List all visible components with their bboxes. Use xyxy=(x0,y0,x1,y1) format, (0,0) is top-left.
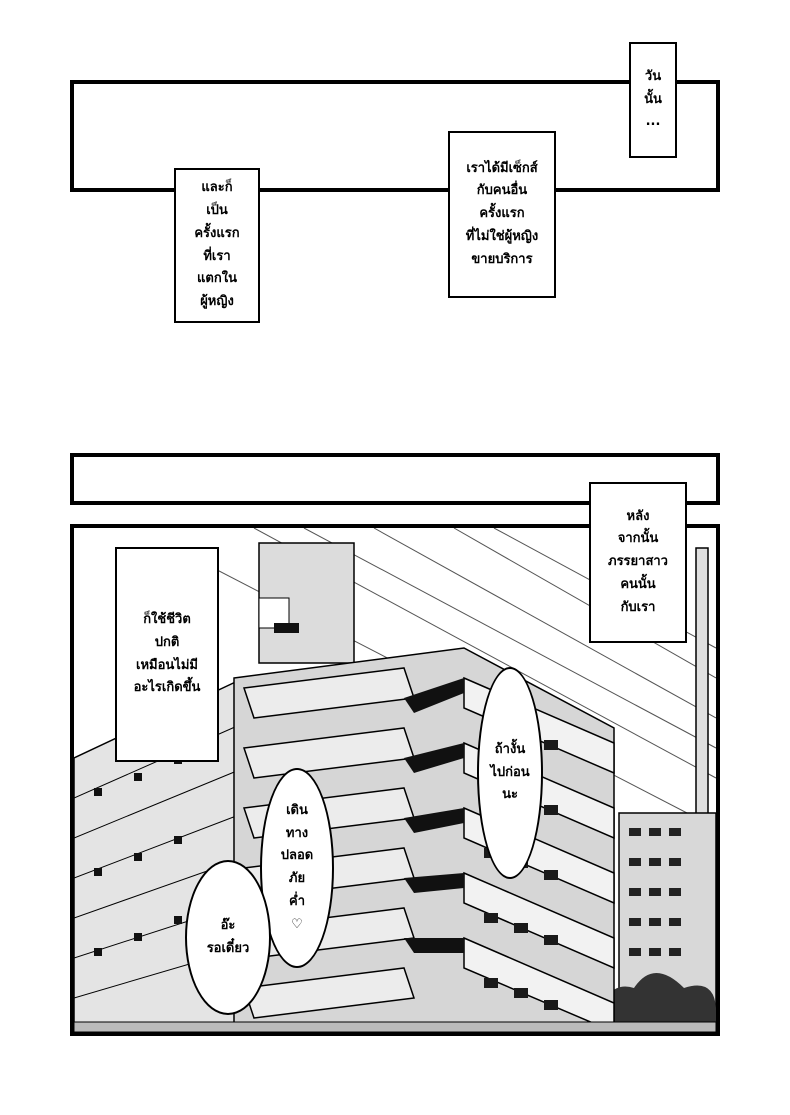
bubble-line: รอเดี๋ยว xyxy=(206,940,250,956)
bubble-line: ทาง xyxy=(285,825,309,841)
speech-bubble-take-care: เดิน ทาง ปลอด ภัย ค่ำ ♡ xyxy=(260,768,334,968)
bubble-line: ภัย xyxy=(288,871,306,886)
bubble-line: อ๊ะ xyxy=(220,917,236,933)
caption-line: หลัง xyxy=(626,508,650,524)
speech-bubble-wait: อ๊ะ รอเดี๋ยว xyxy=(185,860,271,1015)
caption-line: เป็น xyxy=(206,203,228,218)
caption-box-also-first: และก็ เป็น ครั้งแรก ที่เรา แตกใน ผู้หญิง xyxy=(174,168,260,323)
caption-box-day: วัน นั้น ... xyxy=(629,42,677,158)
caption-line: ที่เรา xyxy=(203,248,231,264)
caption-line: กับเรา xyxy=(620,599,656,615)
caption-line: ขายบริการ xyxy=(471,251,533,267)
caption-line: วัน xyxy=(644,68,662,84)
caption-line: จากนั้น xyxy=(617,531,659,547)
panel-top xyxy=(70,80,720,192)
caption-line: ผู้หญิง xyxy=(200,294,234,309)
caption-box-after-that: หลัง จากนั้น ภรรยาสาว คนนั้น กับเรา xyxy=(589,482,687,643)
caption-line: ที่ไม่ใช่ผู้หญิง xyxy=(465,228,539,244)
bubble-line: ปลอด xyxy=(280,848,314,864)
caption-line: เราได้มีเซ็กส์ xyxy=(466,160,538,176)
caption-line: แตกใน xyxy=(197,271,237,287)
bubble-line: ค่ำ xyxy=(289,893,305,909)
caption-line: นั้น xyxy=(644,91,662,107)
bubble-line: ไปก่อน xyxy=(490,764,530,780)
bubble-line: ถ้างั้น xyxy=(494,741,526,757)
caption-line: กับคนอื่น xyxy=(476,183,528,199)
panel-thin xyxy=(70,453,720,505)
caption-box-first-time: เราได้มีเซ็กส์ กับคนอื่น ครั้งแรก ที่ไม่… xyxy=(448,131,556,298)
caption-line: ปกติ xyxy=(154,634,180,650)
caption-line: ... xyxy=(645,114,661,130)
caption-box-normal-life: ก็ใช้ชีวิต ปกติ เหมือนไม่มี อะไรเกิดขึ้น xyxy=(115,547,219,762)
bubble-line: นะ xyxy=(502,787,518,803)
caption-line: ครั้งแรก xyxy=(194,225,240,241)
caption-line: เหมือนไม่มี xyxy=(136,657,198,673)
caption-line: และก็ xyxy=(201,180,233,196)
caption-line: ก็ใช้ชีวิต xyxy=(143,612,191,627)
caption-line: อะไรเกิดขึ้น xyxy=(133,680,201,696)
caption-line: ครั้งแรก xyxy=(479,206,525,222)
caption-line: คนนั้น xyxy=(620,576,656,592)
speech-bubble-leaving: ถ้างั้น ไปก่อน นะ xyxy=(477,667,543,879)
heart-icon: ♡ xyxy=(291,916,303,932)
caption-line: ภรรยาสาว xyxy=(608,554,668,570)
bubble-line: เดิน xyxy=(286,802,308,818)
